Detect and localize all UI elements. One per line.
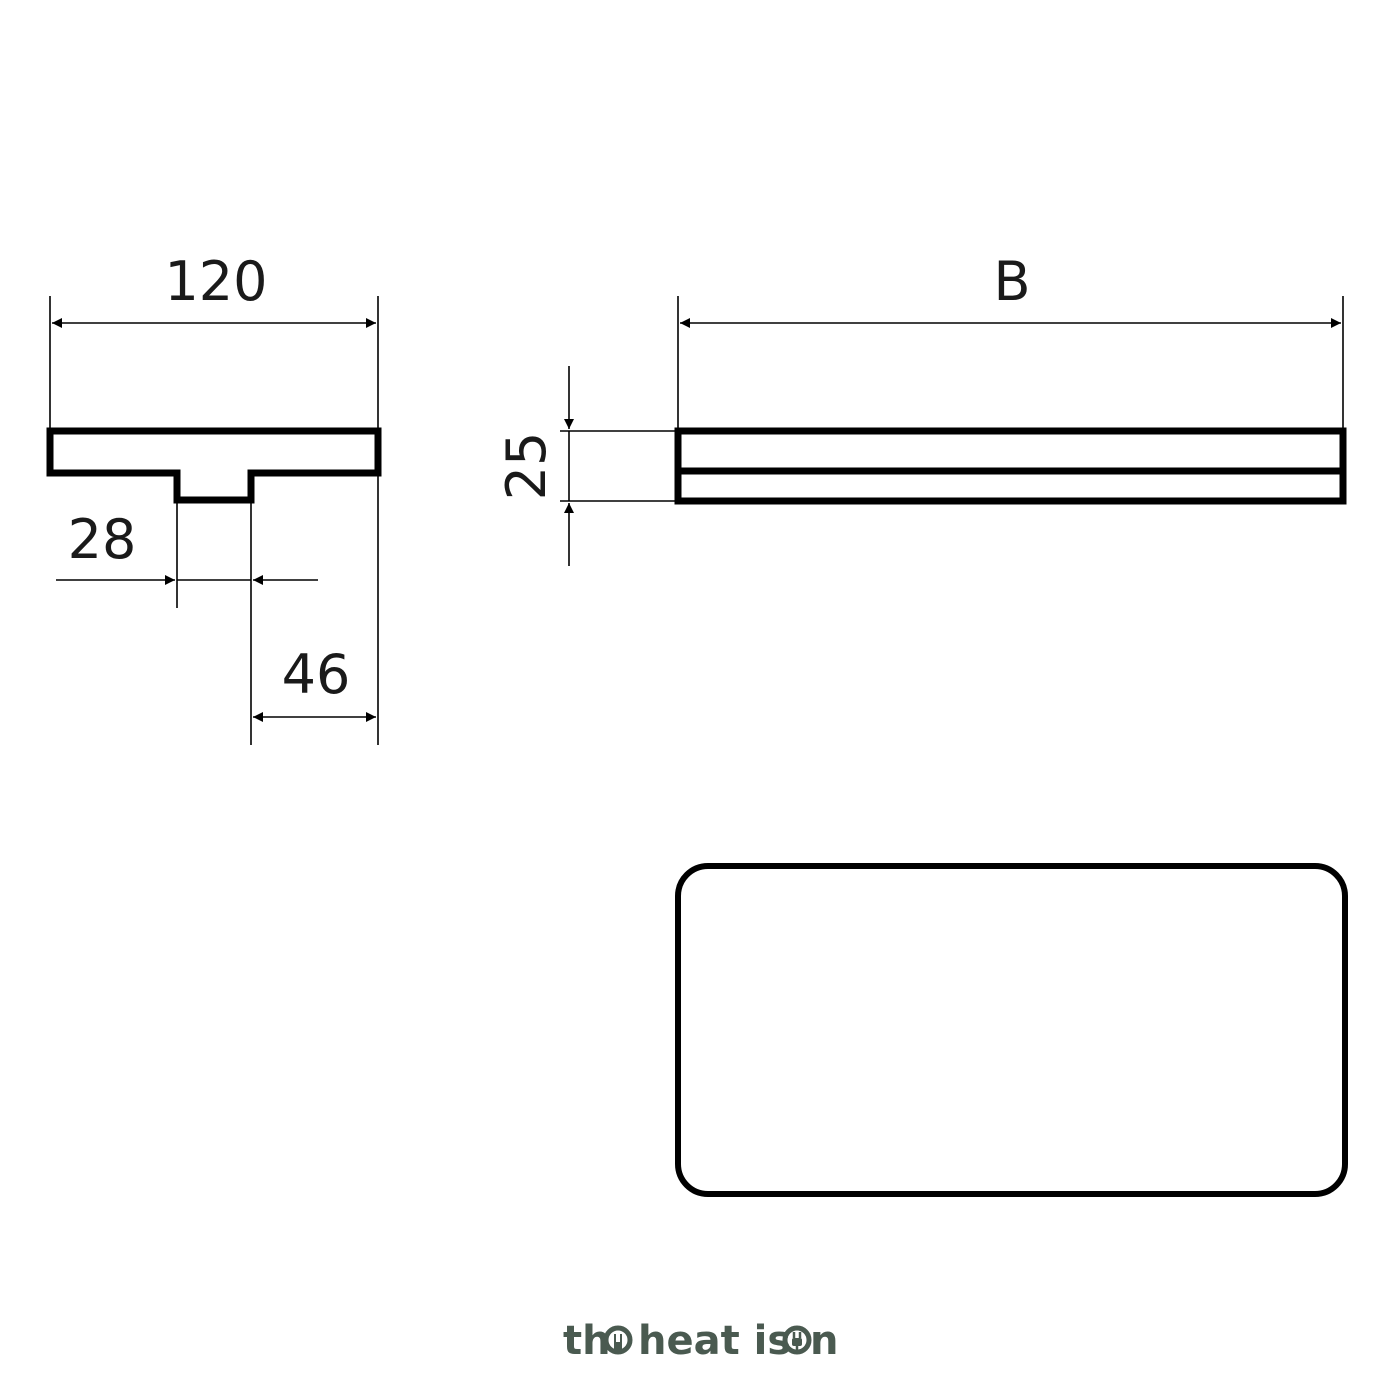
top-view <box>675 863 1348 1197</box>
bar-outline <box>674 427 1347 505</box>
brand-text-part1: th <box>563 1318 611 1364</box>
brand-text-part3: n <box>810 1318 838 1364</box>
brand-text-part2: heat is <box>638 1318 791 1364</box>
dimension-label-28: 28 <box>68 508 137 571</box>
dimension-46: 46 <box>253 643 376 722</box>
dimension-120: 120 <box>52 250 376 328</box>
dimension-25: 25 <box>495 366 574 566</box>
dimension-label-46: 46 <box>282 643 351 706</box>
dimension-b: B <box>680 250 1341 328</box>
front-view: B 25 <box>495 250 1347 566</box>
dimension-label-120: 120 <box>164 250 267 313</box>
top-view-outline <box>675 863 1348 1197</box>
brand-logo: th heat is n <box>563 1318 838 1364</box>
dimension-28: 28 <box>56 508 318 585</box>
bulb-icon <box>603 1325 633 1355</box>
t-profile-outline <box>46 427 382 504</box>
dimension-label-25: 25 <box>495 432 558 501</box>
plug-icon <box>782 1325 812 1355</box>
side-view: 120 28 46 <box>46 250 382 745</box>
dimension-label-b: B <box>993 250 1030 313</box>
